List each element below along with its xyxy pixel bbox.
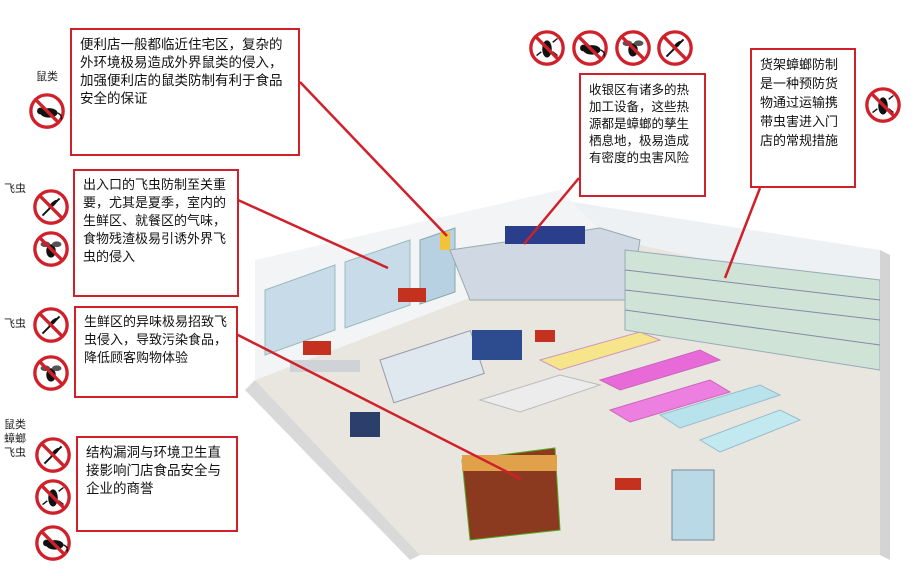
label-rodent: 鼠类	[36, 70, 58, 83]
promo-sign-1	[398, 288, 426, 302]
no-cockroach-icon	[34, 478, 72, 516]
outer-wall-front	[245, 380, 420, 560]
no-fly-icon	[32, 354, 70, 392]
callout-structure-text: 结构漏洞与环境卫生直接影响门店食品安全与企业的商誉	[86, 445, 221, 497]
callout-cashier-text: 收银区有诸多的热加工设备，这些热源都是蟑螂的孳生栖息地，极易造成有密度的虫害风险	[589, 82, 690, 165]
drinks-fridge	[671, 469, 715, 541]
no-cockroach-icon	[528, 29, 566, 67]
callout-fresh-text: 生鲜区的异味极易招致飞虫侵入，导致污染食品，降低顾客购物体验	[84, 315, 228, 366]
promo-sign-2	[303, 341, 331, 355]
freezer-blue	[472, 330, 522, 360]
callout-residential: 便利店一般都临近住宅区，复杂的外环境极易造成外界鼠类的侵入，加强便利店的鼠类防制…	[70, 28, 300, 156]
no-mosquito-icon	[32, 188, 70, 226]
no-fly-icon	[32, 230, 70, 268]
center-shelves	[478, 331, 802, 453]
label-fly-2: 飞虫	[4, 317, 26, 330]
no-mosquito-icon	[34, 436, 72, 474]
label-cockroach-bottom: 蟑螂	[4, 432, 26, 445]
label-rodent-bottom: 鼠类	[4, 418, 26, 431]
no-fly-icon	[614, 29, 652, 67]
label-fly-bottom: 飞虫	[4, 446, 26, 459]
wall-poster	[440, 232, 450, 250]
pointer-cashier	[523, 177, 580, 245]
callout-residential-text: 便利店一般都临近住宅区，复杂的外环境极易造成外界鼠类的侵入，加强便利店的鼠类防制…	[80, 37, 283, 107]
label-fly-1: 飞虫	[4, 182, 26, 195]
pointer-fresh	[235, 332, 522, 481]
pointer-entrance	[237, 198, 389, 270]
freezer-small	[350, 412, 380, 437]
window-1	[264, 264, 336, 356]
right-outer-wall	[880, 250, 890, 560]
callout-shelves: 货架蟑螂防制是一种预防货物通过运输携带虫害进入门店的常规措施	[750, 48, 856, 188]
callout-entrance-text: 出入口的飞虫防制至关重要，尤其是夏季，室内的生鲜区、就餐区的气味，食物残渣极易引…	[83, 178, 227, 265]
no-rodent-icon	[34, 524, 72, 562]
no-mosquito-icon	[656, 29, 694, 67]
no-cockroach-icon	[864, 86, 902, 124]
pointer-shelves	[723, 187, 762, 279]
callout-shelves-text: 货架蟑螂防制是一种预防货物通过运输携带虫害进入门店的常规措施	[760, 58, 839, 149]
no-rodent-icon	[28, 92, 66, 130]
food-display-top	[462, 455, 557, 471]
pointer-lines	[235, 81, 762, 481]
promo-sign-3	[535, 330, 555, 342]
cashier-sign	[505, 226, 585, 244]
callout-structure: 结构漏洞与环境卫生直接影响门店食品安全与企业的商誉	[76, 436, 238, 532]
no-mosquito-icon	[32, 306, 70, 344]
pointer-residential	[299, 81, 448, 237]
callout-fresh: 生鲜区的异味极易招致飞虫侵入，导致污染食品，降低顾客购物体验	[74, 306, 238, 398]
no-rodent-icon	[571, 29, 609, 67]
window-2	[344, 239, 411, 329]
promo-sign-4	[615, 478, 641, 490]
callout-entrance: 出入口的飞虫防制至关重要，尤其是夏季，室内的生鲜区、就餐区的气味，食物残渣极易引…	[73, 169, 239, 297]
callout-cashier: 收银区有诸多的热加工设备，这些热源都是蟑螂的孳生栖息地，极易造成有密度的虫害风险	[579, 73, 706, 197]
